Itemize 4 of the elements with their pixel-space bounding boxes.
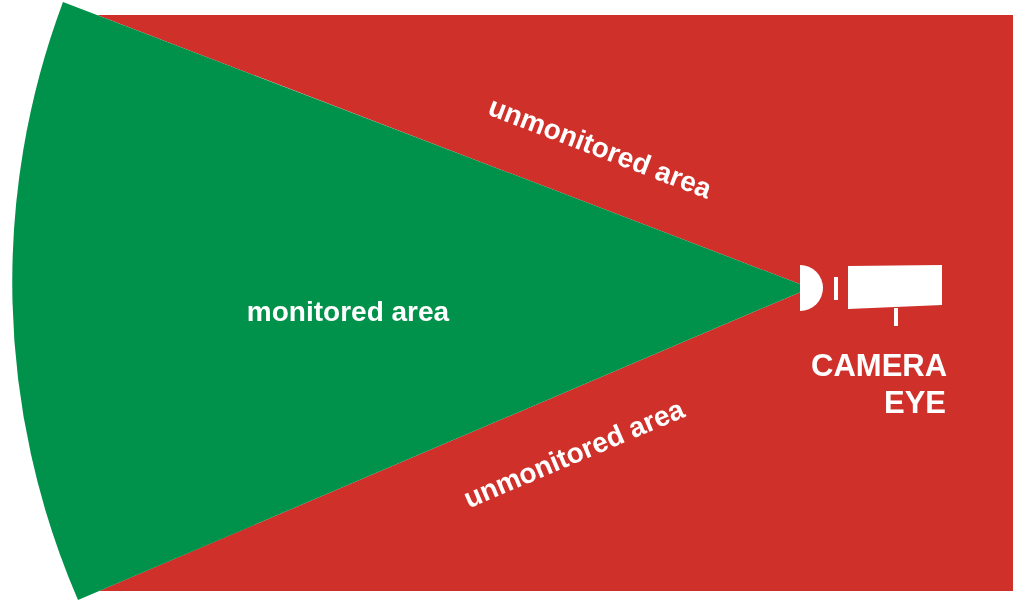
camera-icon <box>799 263 943 326</box>
camera-label: CAMERA EYE <box>811 348 946 422</box>
unmonitored-zone <box>97 15 1013 591</box>
area-label: monitored area <box>246 298 450 326</box>
